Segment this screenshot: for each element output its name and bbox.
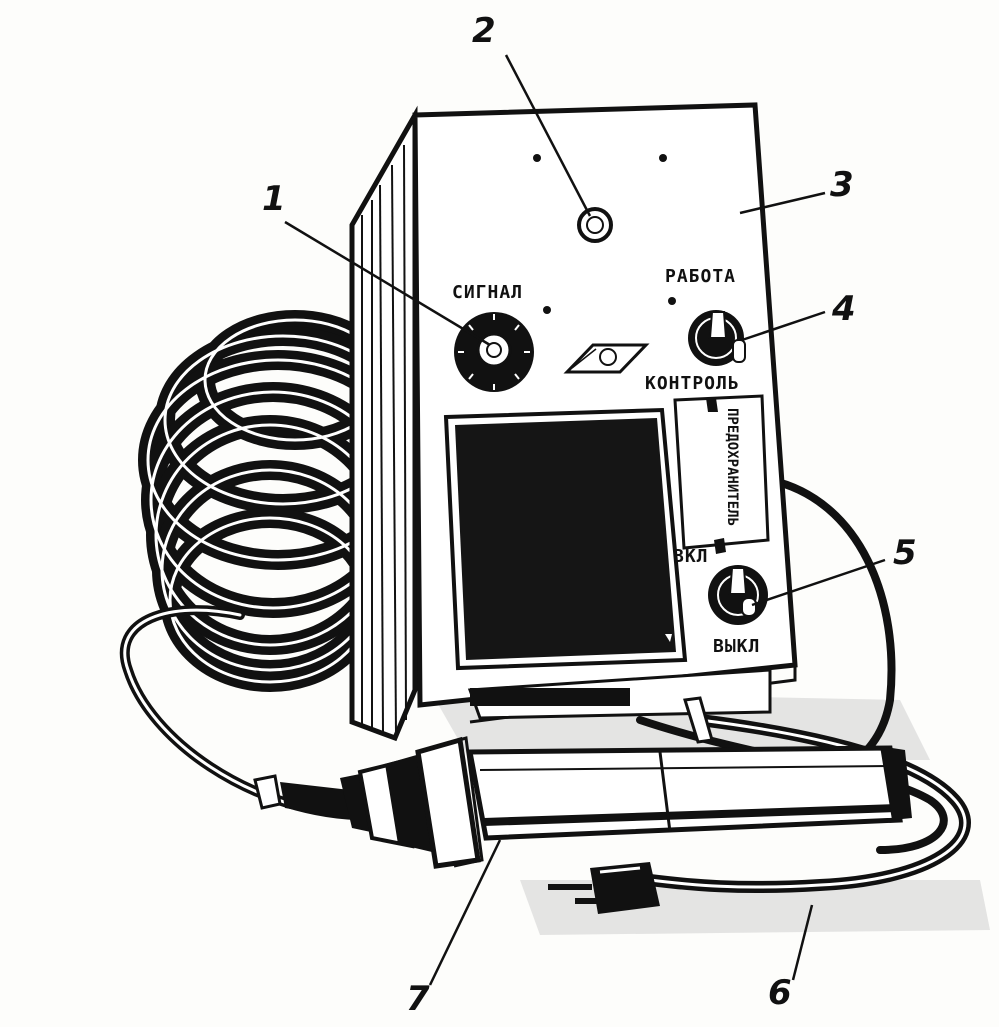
power-toggle-switch: [708, 565, 768, 625]
callout-leaders: [284, 54, 886, 986]
signal-knob: [454, 312, 534, 392]
on-label: ВКЛ: [673, 546, 709, 567]
work-label: РАБОТА: [665, 266, 737, 287]
cable-grommet: [683, 696, 714, 744]
display-window: [443, 407, 688, 671]
nameplate: [563, 343, 650, 374]
callout-4: 4: [832, 289, 856, 329]
callout-1: 1: [262, 179, 286, 219]
callout-6: 6: [768, 973, 792, 1013]
callout-5: 5: [893, 533, 917, 573]
fuse-holder: [673, 394, 770, 554]
indicator-lamp: [577, 207, 613, 243]
screw-dots: [533, 154, 676, 314]
control-label: КОНТРОЛЬ: [645, 373, 740, 394]
callout-2: 2: [472, 11, 496, 51]
fuse-label: ПРЕДОХРАНИТЕЛЬ: [724, 408, 740, 527]
mains-plug: [548, 862, 660, 914]
callout-3: 3: [830, 165, 854, 205]
signal-label: СИГНАЛ: [452, 282, 524, 303]
mode-toggle-switch: [688, 310, 746, 366]
probe-handle: [253, 736, 912, 869]
callout-7: 7: [406, 979, 430, 1019]
off-label: ВЫКЛ: [713, 636, 761, 657]
